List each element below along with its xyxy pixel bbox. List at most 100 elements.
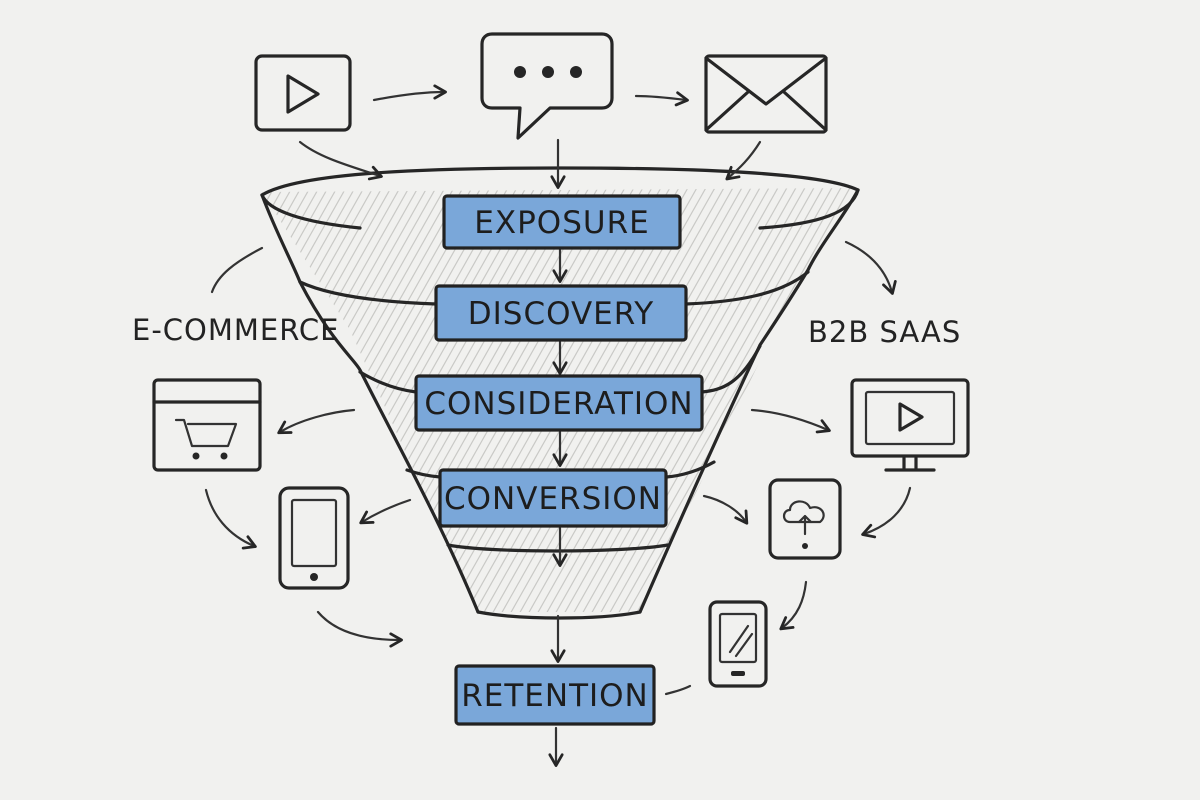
funnel-right-edge bbox=[638, 188, 860, 614]
funnel-left-edge bbox=[260, 193, 480, 614]
funnel-shading-stroke bbox=[262, 188, 294, 612]
cloud-upload-tablet-icon bbox=[768, 478, 842, 560]
funnel-shading-stroke bbox=[599, 188, 858, 612]
stage-flow-arrows bbox=[548, 138, 568, 767]
funnel-band-2-right bbox=[700, 344, 762, 394]
funnel-rim-bottom-right bbox=[758, 188, 860, 230]
stage-consideration-label: CONSIDERATION bbox=[424, 386, 693, 422]
funnel-rim-bottom-left bbox=[260, 193, 362, 230]
arrow-cart-to-phone bbox=[204, 488, 257, 550]
funnel-shading-stroke bbox=[0, 170, 140, 630]
funnel-shading-stroke bbox=[0, 170, 194, 630]
funnel-shading-stroke bbox=[262, 188, 348, 612]
funnel-shading-stroke bbox=[0, 170, 185, 630]
funnel-shading-stroke bbox=[262, 188, 366, 612]
funnel-shading-stroke bbox=[262, 188, 312, 612]
arrow-email-to-funnel bbox=[725, 140, 762, 181]
stage-retention: RETENTION bbox=[454, 664, 656, 726]
arrow-cloud-to-tablet bbox=[779, 580, 808, 631]
funnel-band-3-right bbox=[664, 460, 716, 479]
funnel-shading-stroke bbox=[262, 188, 447, 612]
funnel-shading-stroke bbox=[262, 188, 267, 612]
arrow-consideration-to-monitor bbox=[750, 408, 831, 434]
arrow-consideration-to-cart bbox=[277, 408, 356, 435]
segment-label-ecommerce: E-COMMERCE bbox=[132, 313, 340, 347]
funnel-shading-stroke bbox=[262, 188, 402, 612]
funnel-shading-stroke bbox=[0, 170, 77, 630]
funnel-band-3-left bbox=[405, 468, 442, 479]
funnel-shading-stroke bbox=[0, 170, 167, 630]
funnel-rim-top bbox=[260, 166, 860, 197]
funnel-shading-stroke bbox=[0, 170, 149, 630]
funnel-shading-stroke bbox=[262, 188, 384, 612]
funnel-shading-stroke bbox=[680, 188, 858, 612]
funnel-shading-stroke bbox=[262, 188, 393, 612]
segment-label-b2b-saas: B2B SAAS bbox=[808, 315, 961, 349]
funnel-shading-stroke bbox=[0, 170, 86, 630]
arc-funnel-to-ecommerce bbox=[210, 246, 264, 294]
funnel-shading-stroke bbox=[0, 170, 176, 630]
funnel-shading-stroke bbox=[0, 170, 239, 630]
stage-retention-label: RETENTION bbox=[461, 678, 649, 714]
funnel-shading-stroke bbox=[0, 170, 95, 630]
shopping-cart-window-icon bbox=[152, 378, 262, 472]
ecommerce-arrows bbox=[204, 408, 412, 648]
funnel-shading-stroke bbox=[262, 188, 339, 612]
b2b-arrows bbox=[664, 408, 912, 696]
funnel-shading-stroke bbox=[0, 170, 257, 630]
funnel-shading-stroke bbox=[0, 170, 131, 630]
stage-exposure: EXPOSURE bbox=[442, 194, 682, 250]
arrow-conversion-to-phone bbox=[359, 498, 412, 525]
arrow-chat-to-email bbox=[634, 91, 689, 107]
funnel-bottom bbox=[476, 610, 642, 620]
stage-discovery: DISCOVERY bbox=[434, 284, 688, 342]
stage-conversion-label: CONVERSION bbox=[444, 481, 662, 517]
funnel-shading-stroke bbox=[0, 170, 221, 630]
funnel-shading-stroke bbox=[0, 170, 248, 630]
funnel-shading-stroke bbox=[0, 170, 68, 630]
dash-tablet-to-retention bbox=[664, 684, 692, 696]
arrow-play-to-chat bbox=[372, 84, 447, 102]
funnel-shading-stroke bbox=[262, 188, 357, 612]
funnel-shading-stroke bbox=[0, 170, 158, 630]
stage-conversion: CONVERSION bbox=[438, 468, 668, 528]
funnel-shading-stroke bbox=[581, 188, 843, 612]
arrow-play-to-funnel bbox=[298, 140, 383, 181]
funnel-shading-stroke bbox=[262, 188, 330, 612]
tablet-icon bbox=[708, 600, 768, 688]
funnel-shading-stroke bbox=[262, 188, 375, 612]
funnel-shading-stroke bbox=[262, 188, 420, 612]
funnel-band-2-left bbox=[358, 370, 418, 394]
funnel-shading-stroke bbox=[0, 170, 203, 630]
arrow-phone-to-retention bbox=[316, 610, 403, 648]
funnel-shading-stroke bbox=[262, 188, 438, 612]
stage-exposure-label: EXPOSURE bbox=[474, 205, 649, 241]
top-channel-arrows bbox=[298, 84, 762, 181]
funnel-shading-stroke bbox=[0, 170, 113, 630]
funnel-shading-stroke bbox=[0, 170, 212, 630]
chat-bubble-icon bbox=[480, 32, 614, 140]
funnel-shading-stroke bbox=[0, 170, 59, 630]
stage-consideration: CONSIDERATION bbox=[414, 374, 704, 432]
arrow-monitor-to-cloud bbox=[861, 486, 912, 539]
arc-funnel-to-b2b bbox=[844, 240, 897, 295]
funnel-shading-stroke bbox=[262, 188, 276, 612]
funnel-shading-stroke bbox=[0, 170, 122, 630]
funnel-band-4 bbox=[446, 543, 670, 553]
arrow-conversion-to-cloud bbox=[702, 494, 749, 525]
video-monitor-icon bbox=[850, 378, 970, 472]
play-button-icon bbox=[254, 54, 352, 132]
funnel-band-1-right bbox=[684, 270, 810, 306]
smartphone-icon bbox=[278, 486, 350, 590]
stage-discovery-label: DISCOVERY bbox=[468, 296, 654, 332]
funnel-shading-stroke bbox=[262, 188, 303, 612]
envelope-icon bbox=[704, 54, 828, 134]
funnel-shading-stroke bbox=[671, 188, 858, 612]
funnel-shading-stroke bbox=[0, 170, 230, 630]
funnel-shading-stroke bbox=[262, 188, 429, 612]
funnel-shading-stroke bbox=[590, 188, 852, 612]
funnel-band-1-left bbox=[298, 280, 438, 306]
funnel-shading-stroke bbox=[0, 170, 50, 630]
